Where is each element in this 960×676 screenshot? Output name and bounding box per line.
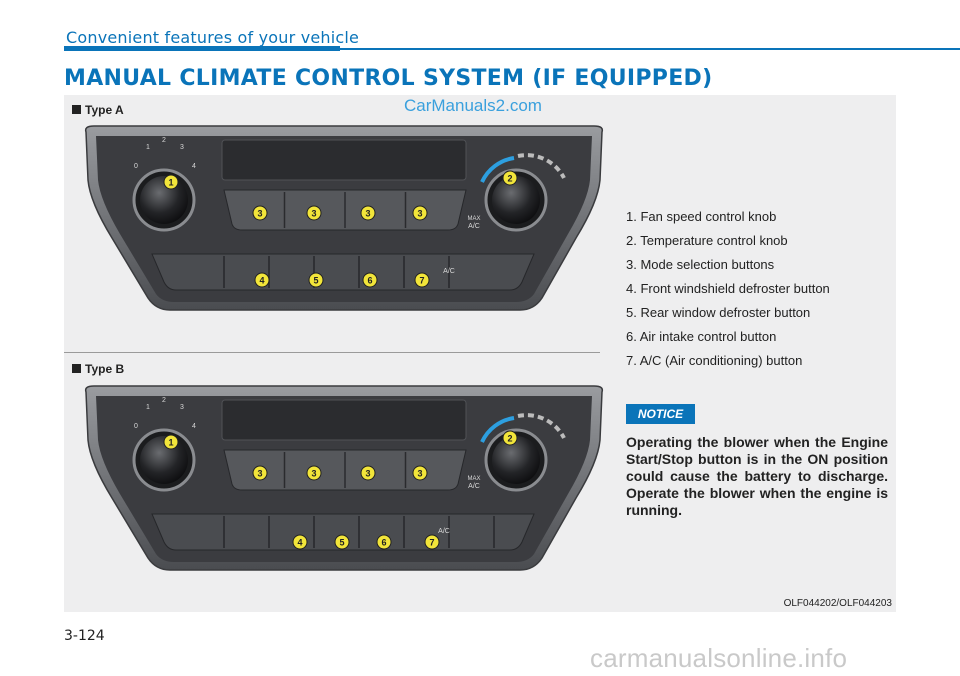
callout-number: 3	[311, 209, 316, 219]
fan-speed-mark: 1	[146, 144, 150, 151]
temperature-knob	[492, 176, 540, 224]
legend-item: 5. Rear window defroster button	[626, 305, 811, 320]
callout-number: 3	[257, 469, 262, 479]
callout-number: 3	[365, 469, 370, 479]
max-label: MAX	[467, 476, 480, 482]
section-bar	[64, 46, 340, 51]
notice-badge: NOTICE	[626, 404, 695, 424]
ac-button-label: A/C	[443, 268, 455, 275]
callout-badge	[308, 272, 324, 288]
fan-speed-mark: 0	[134, 163, 138, 170]
fan-speed-mark: 1	[146, 404, 150, 411]
callout-number: 4	[297, 538, 302, 548]
callout-badge	[362, 272, 378, 288]
callout-number: 3	[365, 209, 370, 219]
callout-badge	[502, 170, 518, 186]
watermark: CarManuals2.com	[404, 96, 542, 115]
callout-number: 1	[168, 178, 173, 188]
legend-item: 2. Temperature control knob	[626, 233, 788, 248]
callout-badge	[252, 465, 268, 481]
callout-number: 3	[311, 469, 316, 479]
callout-badge	[502, 430, 518, 446]
site-footer: carmanualsonline.info	[590, 643, 848, 673]
callout-number: 7	[419, 276, 424, 286]
type-a-text: Type A	[85, 103, 124, 117]
callout-number: 3	[257, 209, 262, 219]
callout-number: 5	[339, 538, 344, 548]
display-screen	[221, 399, 467, 441]
callout-badge	[376, 534, 392, 550]
callout-badge	[412, 465, 428, 481]
callout-badge	[252, 205, 268, 221]
callout-number: 3	[417, 209, 422, 219]
callout-badge	[306, 205, 322, 221]
callout-badge	[360, 465, 376, 481]
fan-speed-mark: 4	[192, 423, 196, 430]
callout-number: 4	[259, 276, 264, 286]
callout-badge	[334, 534, 350, 550]
callout-badge	[412, 205, 428, 221]
square-bullet-icon	[72, 364, 81, 373]
type-b-label: Type B	[72, 362, 124, 376]
section-header: Convenient features of your vehicle	[64, 26, 960, 54]
callout-number: 3	[417, 469, 422, 479]
max-ac-label: A/C	[468, 223, 480, 230]
legend-item: 1. Fan speed control knob	[626, 209, 777, 224]
bottom-button-row	[151, 253, 535, 291]
callout-badge	[414, 272, 430, 288]
callout-badge	[163, 174, 179, 190]
callout-number: 6	[381, 538, 386, 548]
fan-knob	[140, 436, 188, 484]
fan-speed-mark: 0	[134, 423, 138, 430]
type-b-text: Type B	[85, 362, 125, 376]
fan-speed-mark: 2	[162, 397, 166, 404]
figure-code: OLF044202/OLF044203	[783, 598, 892, 609]
callout-badge	[360, 205, 376, 221]
callout-number: 5	[313, 276, 318, 286]
fan-speed-mark: 4	[192, 163, 196, 170]
temperature-cold-arc	[480, 156, 515, 183]
callout-badge	[292, 534, 308, 550]
legend-item: 4. Front windshield defroster button	[626, 281, 830, 296]
page-title: MANUAL CLIMATE CONTROL SYSTEM (IF EQUIPP…	[64, 66, 713, 91]
page-number: 3-124	[64, 628, 105, 644]
callout-number: 7	[429, 538, 434, 548]
callout-number: 2	[507, 434, 512, 444]
callout-number: 1	[168, 438, 173, 448]
temperature-warm-arc	[517, 413, 566, 439]
component-legend: 1. Fan speed control knob 2. Temperature…	[626, 209, 896, 377]
legend-item: 7. A/C (Air conditioning) button	[626, 353, 803, 368]
callout-badge	[424, 534, 440, 550]
legend-item: 6. Air intake control button	[626, 329, 777, 344]
temperature-knob	[492, 436, 540, 484]
fan-knob	[140, 176, 188, 224]
callout-badge	[306, 465, 322, 481]
temperature-warm-arc	[517, 153, 566, 179]
callout-badge	[254, 272, 270, 288]
callout-badge	[163, 434, 179, 450]
callout-number: 6	[367, 276, 372, 286]
fan-speed-mark: 3	[180, 144, 184, 151]
legend-item: 3. Mode selection buttons	[626, 257, 775, 272]
square-bullet-icon	[72, 105, 81, 114]
temperature-cold-arc	[480, 416, 515, 443]
ac-button-label: A/C	[438, 528, 450, 535]
notice-text: Operating the blower when the Engine Sta…	[626, 434, 888, 518]
fan-speed-mark: 3	[180, 404, 184, 411]
fan-speed-mark: 2	[162, 137, 166, 144]
figure-divider	[64, 352, 600, 353]
max-label: MAX	[467, 216, 480, 222]
section-title: Convenient features of your vehicle	[66, 28, 360, 47]
display-screen	[221, 139, 467, 181]
callout-number: 2	[507, 174, 512, 184]
type-a-label: Type A	[72, 103, 124, 117]
section-rule	[340, 48, 960, 50]
max-ac-label: A/C	[468, 483, 480, 490]
